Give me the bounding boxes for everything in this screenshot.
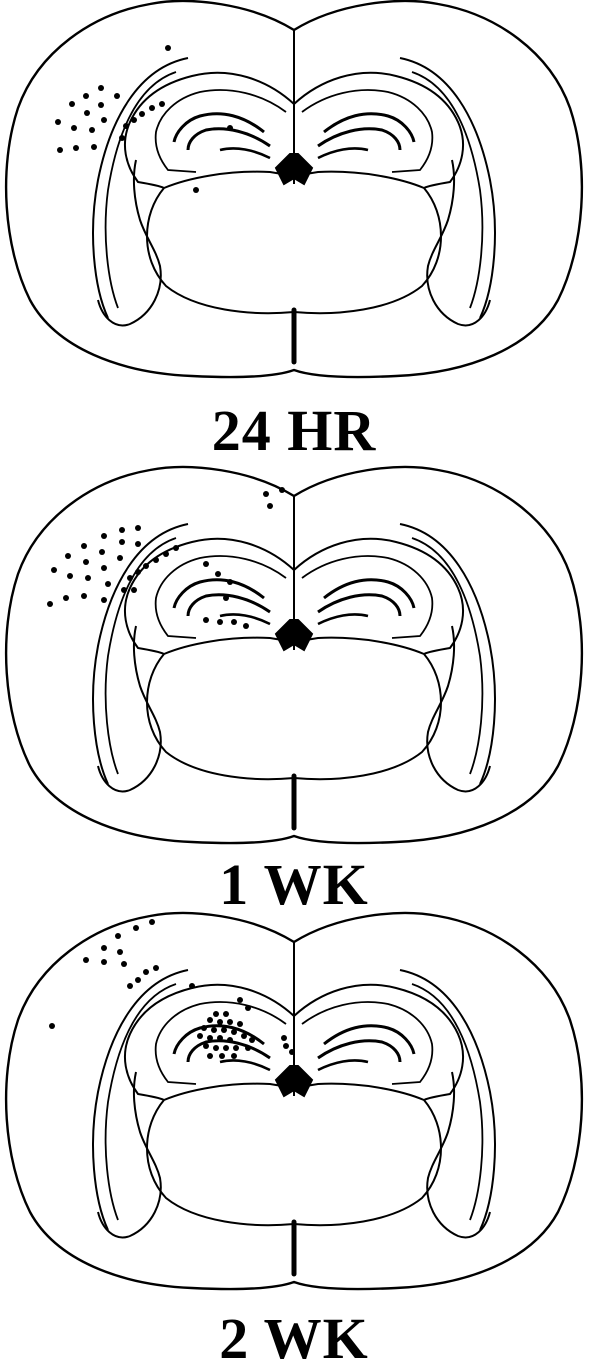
panel-label-2wk: 2 WK <box>219 1306 369 1368</box>
panel-label-1wk: 1 WK <box>219 852 369 917</box>
lesion-dots <box>55 45 233 193</box>
brain-outline <box>6 1 582 377</box>
panel-label-24hr: 24 HR <box>212 398 377 463</box>
lesion-dots <box>47 487 285 629</box>
brain-section-2wk: 2 WK <box>6 913 582 1368</box>
brain-outline <box>6 467 582 843</box>
brain-section-1wk: 1 WK <box>6 467 582 917</box>
brain-outline <box>6 913 582 1289</box>
brain-section-24hr: 24 HR <box>6 1 582 463</box>
